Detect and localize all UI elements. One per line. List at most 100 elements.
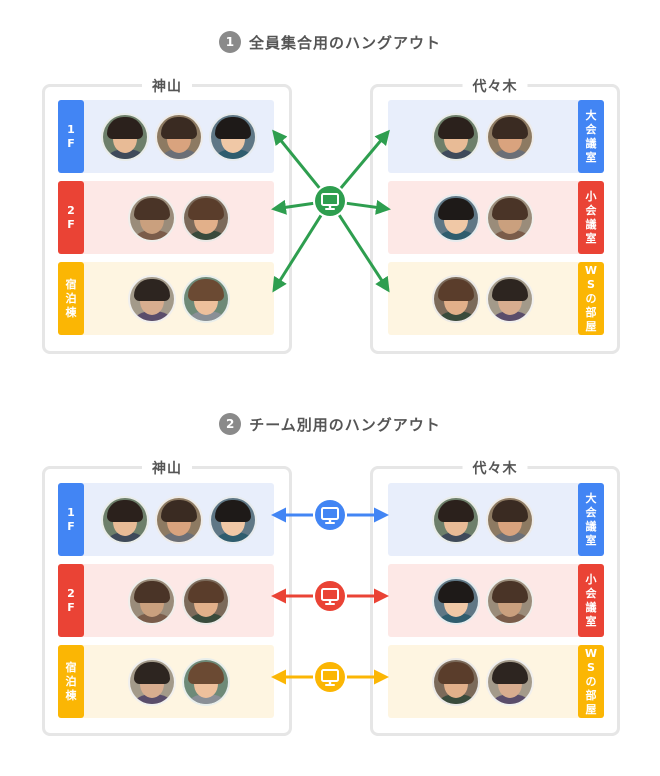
room-label: 1F	[58, 100, 84, 173]
room-left-2: 2F	[58, 181, 274, 254]
room-label: 大会議室	[578, 483, 604, 556]
avatar	[486, 274, 534, 323]
avatar-group	[84, 100, 274, 173]
avatar	[182, 193, 230, 242]
connection-arrow	[339, 129, 390, 189]
avatar	[209, 112, 257, 161]
avatar	[486, 495, 534, 544]
section-number: 2	[219, 413, 242, 435]
avatar	[128, 193, 176, 242]
avatar-group	[388, 483, 578, 556]
room-label-text: 小会議室	[585, 189, 597, 245]
monitor-icon	[321, 193, 339, 210]
avatar	[128, 274, 176, 323]
room-label-text: 宿泊棟	[65, 660, 77, 702]
location-name: 神山	[142, 458, 192, 478]
avatar	[486, 112, 534, 161]
avatar-group	[84, 645, 274, 718]
room-label: WSの部屋	[578, 645, 604, 718]
hub-circle	[315, 662, 345, 692]
room-right-3: WSの部屋	[388, 645, 604, 718]
avatar	[128, 657, 176, 706]
avatar-group	[388, 181, 578, 254]
room-right-2: 小会議室	[388, 181, 604, 254]
room-left-1: 1F	[58, 100, 274, 173]
avatar	[209, 495, 257, 544]
avatar	[432, 274, 480, 323]
section-title-text: 全員集合用のハングアウト	[248, 33, 441, 52]
hub-circle	[315, 186, 345, 216]
avatar-group	[388, 564, 578, 637]
avatar-group	[84, 262, 274, 335]
connection-arrow	[338, 214, 390, 293]
section-title-text: チーム別用のハングアウト	[249, 415, 441, 434]
room-label-text: 1F	[67, 505, 75, 533]
avatar	[486, 657, 534, 706]
connection-arrow	[272, 214, 323, 293]
avatar	[432, 193, 480, 242]
room-label-text: 2F	[67, 203, 75, 231]
room-label: 小会議室	[578, 181, 604, 254]
room-label: 宿泊棟	[58, 262, 84, 335]
room-label-text: WSの部屋	[584, 263, 598, 333]
location-name: 神山	[142, 76, 192, 96]
location-name: 代々木	[462, 76, 528, 96]
monitor-icon	[321, 669, 339, 686]
section-2: 2 チーム別用のハングアウト 神山 代々木 1F 2F 宿泊棟 大会議室小会議室 WSの…	[0, 390, 660, 776]
avatar	[155, 112, 203, 161]
room-label-text: 大会議室	[585, 108, 597, 164]
avatar	[182, 274, 230, 323]
room-label: 大会議室	[578, 100, 604, 173]
room-label: WSの部屋	[578, 262, 604, 335]
room-left-2: 2F	[58, 564, 274, 637]
section-title: 1 全員集合用のハングアウト	[0, 30, 660, 54]
avatar	[101, 112, 149, 161]
room-right-3: WSの部屋	[388, 262, 604, 335]
avatar	[432, 576, 480, 625]
room-label-text: 宿泊棟	[65, 277, 77, 319]
avatar	[486, 576, 534, 625]
avatar	[155, 495, 203, 544]
avatar	[432, 657, 480, 706]
connection-arrow	[272, 129, 321, 189]
room-label-text: 小会議室	[585, 572, 597, 628]
avatar	[182, 576, 230, 625]
section-title: 2 チーム別用のハングアウト	[0, 412, 660, 436]
room-right-2: 小会議室	[388, 564, 604, 637]
section-1: 1 全員集合用のハングアウト 神山 代々木 1F 2F 宿泊棟 大会議室小会議室 WSの…	[0, 0, 660, 370]
avatar-group	[84, 181, 274, 254]
room-label-text: 1F	[67, 122, 75, 150]
monitor-icon	[321, 588, 339, 605]
connection-arrow	[346, 199, 391, 215]
monitor-icon	[321, 507, 339, 524]
room-left-1: 1F	[58, 483, 274, 556]
avatar	[182, 657, 230, 706]
room-left-3: 宿泊棟	[58, 262, 274, 335]
avatar	[101, 495, 149, 544]
avatar-group	[388, 645, 578, 718]
room-label-text: 大会議室	[585, 491, 597, 547]
avatar	[432, 112, 480, 161]
avatar-group	[388, 262, 578, 335]
connection-diagram	[271, 500, 389, 692]
location-name: 代々木	[462, 458, 528, 478]
room-right-1: 大会議室	[388, 483, 604, 556]
room-label: 2F	[58, 181, 84, 254]
hub-circle	[315, 581, 345, 611]
avatar-group	[84, 564, 274, 637]
avatar-group	[388, 100, 578, 173]
room-label: 1F	[58, 483, 84, 556]
avatar	[128, 576, 176, 625]
room-label: 2F	[58, 564, 84, 637]
avatar	[432, 495, 480, 544]
avatar	[486, 193, 534, 242]
room-label-text: 2F	[67, 586, 75, 614]
room-label: 宿泊棟	[58, 645, 84, 718]
connection-diagram	[271, 129, 391, 293]
room-right-1: 大会議室	[388, 100, 604, 173]
section-number: 1	[218, 31, 241, 53]
connection-arrow	[271, 199, 314, 215]
room-left-3: 宿泊棟	[58, 645, 274, 718]
hub-circle	[315, 500, 345, 530]
room-label-text: WSの部屋	[584, 646, 598, 716]
